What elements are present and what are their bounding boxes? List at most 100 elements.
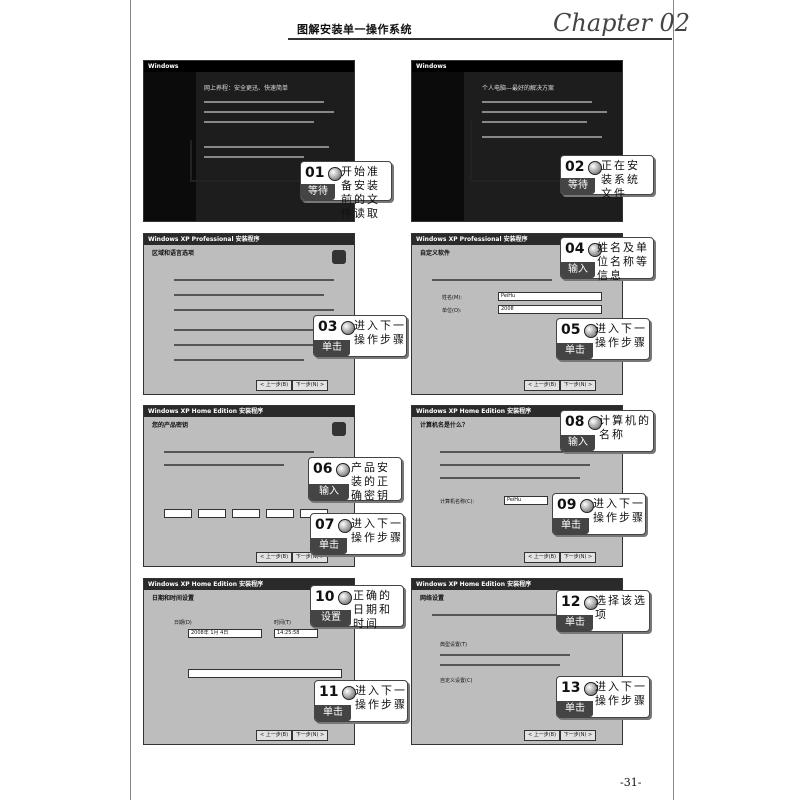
step-desc: 进入下一操作步骤 <box>351 517 403 544</box>
step-desc: 进入下一操作步骤 <box>354 319 406 346</box>
back-button[interactable]: < 上一步(B) <box>524 730 560 741</box>
key-field-1[interactable] <box>164 509 192 518</box>
key-field-2[interactable] <box>198 509 226 518</box>
header-rule <box>288 38 672 40</box>
mouse-icon <box>338 591 352 605</box>
window-title: Windows XP Home Edition 安装程序 <box>412 406 622 417</box>
mouse-icon <box>584 682 598 696</box>
callout-10: 10 设置 正确的日期和时间 <box>310 585 404 630</box>
key-field-4[interactable] <box>266 509 294 518</box>
next-button[interactable]: 下一步(N) > <box>292 380 328 391</box>
org-field[interactable]: 2008 <box>498 305 602 314</box>
time-field[interactable]: 14:25:58 <box>274 629 318 638</box>
section-title: 自定义软件 <box>420 250 451 257</box>
shot-heading: 个人电脑—最好的解决方案 <box>482 85 555 92</box>
step-action: 单击 <box>315 705 351 721</box>
back-button[interactable]: < 上一步(B) <box>256 552 292 563</box>
section-title: 区域和语言选项 <box>152 250 195 257</box>
window-title: Windows XP Home Edition 安装程序 <box>144 579 354 590</box>
step-number: 04 <box>565 241 585 257</box>
windows-logo <box>332 250 346 264</box>
step-action: 单击 <box>557 343 593 359</box>
step-action: 单击 <box>557 615 593 631</box>
callout-01: 01 等待 开始准备安装前的文件读取 <box>300 161 392 220</box>
typical-settings-option[interactable]: 典型设置(T) <box>440 642 467 648</box>
callout-02: 02 等待 正在安装系统文件 <box>560 155 654 200</box>
section-title: 您的产品密钥 <box>152 422 189 429</box>
window-title: Windows <box>412 61 622 72</box>
window-title: Windows XP Home Edition 安装程序 <box>144 406 354 417</box>
custom-settings-option[interactable]: 自定义设置(C) <box>440 678 473 684</box>
keyboard-icon <box>336 463 350 477</box>
step-number: 13 <box>561 680 581 696</box>
mouse-icon <box>584 324 598 338</box>
next-button[interactable]: 下一步(N) > <box>292 730 328 741</box>
screenshot-3: Windows XP Professional 安装程序 区域和语言选项 < 上… <box>143 233 355 395</box>
callout-09: 09 单击 进入下一操作步骤 <box>552 493 646 535</box>
back-button[interactable]: < 上一步(B) <box>256 730 292 741</box>
step-number: 12 <box>561 594 581 610</box>
mouse-icon <box>580 499 594 513</box>
step-number: 01 <box>305 165 325 181</box>
next-button[interactable]: 下一步(N) > <box>560 552 596 563</box>
step-number: 05 <box>561 322 581 338</box>
step-desc: 产品安装的正确密钥 <box>351 461 390 502</box>
section-title: 计算机名是什么？ <box>420 422 469 429</box>
callout-06: 06 输入 产品安装的正确密钥 <box>308 457 402 502</box>
computer-name-label: 计算机名称(C): <box>440 499 475 505</box>
next-button[interactable]: 下一步(N) > <box>560 380 596 391</box>
page-number: -31- <box>620 776 642 789</box>
step-number: 02 <box>565 159 585 175</box>
step-desc: 开始准备安装前的文件读取 <box>341 165 380 220</box>
callout-12: 12 单击 选择该选项 <box>556 590 650 632</box>
step-action: 等待 <box>301 184 335 200</box>
step-number: 07 <box>315 517 335 533</box>
step-number: 03 <box>318 319 338 335</box>
step-action: 单击 <box>553 518 589 534</box>
section-title: 日期和时间设置 <box>152 595 195 602</box>
step-action: 单击 <box>311 538 347 554</box>
keyboard-icon <box>588 243 602 257</box>
date-field[interactable]: 2008年 1月 4日 <box>188 629 262 638</box>
next-button[interactable]: 下一步(N) > <box>560 730 596 741</box>
name-label: 姓名(M): <box>442 295 462 301</box>
step-action: 输入 <box>561 262 595 278</box>
back-button[interactable]: < 上一步(B) <box>256 380 292 391</box>
step-action: 设置 <box>311 610 351 626</box>
back-button[interactable]: < 上一步(B) <box>524 552 560 563</box>
window-title: Windows XP Professional 安装程序 <box>144 234 354 245</box>
computer-name-field[interactable]: PeiHu <box>504 496 548 505</box>
callout-13: 13 单击 进入下一操作步骤 <box>556 676 650 718</box>
callout-08: 08 输入 计算机的名称 <box>560 410 654 452</box>
step-action: 等待 <box>561 178 595 194</box>
screenshot-2: Windows 个人电脑—最好的解决方案 <box>411 60 623 222</box>
mouse-icon <box>338 519 352 533</box>
cd-icon <box>588 161 602 175</box>
windows-logo <box>332 422 346 436</box>
step-desc: 姓名及单位名称等信息 <box>597 241 649 282</box>
step-desc: 进入下一操作步骤 <box>595 680 647 707</box>
mouse-icon <box>342 686 356 700</box>
header-title: 图解安装单一操作系统 <box>297 23 412 36</box>
step-desc: 进入下一操作步骤 <box>355 684 407 711</box>
back-button[interactable]: < 上一步(B) <box>524 380 560 391</box>
step-desc: 正在安装系统文件 <box>601 159 640 200</box>
step-desc: 选择该选项 <box>595 594 647 621</box>
step-number: 10 <box>315 589 335 605</box>
name-field[interactable]: PeiHu <box>498 292 602 301</box>
mouse-icon <box>584 596 598 610</box>
keyboard-icon <box>588 416 602 430</box>
key-field-3[interactable] <box>232 509 260 518</box>
callout-03: 03 单击 进入下一操作步骤 <box>313 315 407 357</box>
step-number: 09 <box>557 497 577 513</box>
cd-icon <box>328 167 342 181</box>
step-desc: 正确的日期和时间 <box>353 589 392 630</box>
callout-05: 05 单击 进入下一操作步骤 <box>556 318 650 360</box>
step-desc: 计算机的名称 <box>599 414 651 441</box>
window-title: Windows <box>144 61 354 72</box>
time-label: 时间(T) <box>274 620 291 626</box>
timezone-select[interactable] <box>188 669 342 678</box>
setup-side-panel <box>412 72 464 221</box>
mouse-icon <box>341 321 355 335</box>
callout-07: 07 单击 进入下一操作步骤 <box>310 513 404 555</box>
